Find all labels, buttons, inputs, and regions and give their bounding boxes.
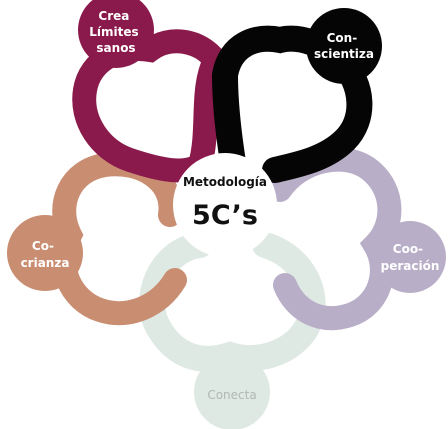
bubble-cocrianza [7,215,83,291]
label-limites-line-1: Crea [98,9,129,23]
bubble-limites [78,0,154,68]
label-concientiza: Con- scientiza [314,31,374,61]
label-limites: Crea Límites sanos [89,9,143,55]
center-label: 5C’s [192,200,258,231]
center-title: Metodología [183,175,267,189]
bubble-cooperacion [374,221,446,293]
petal-ring-cocrianza [52,152,187,326]
label-limites-line-3: sanos [96,41,135,55]
center-hub [173,153,277,257]
label-limites-line-2: Límites [89,25,138,39]
label-cooperacion-line-1: Coo- [393,242,423,256]
petal-ring-concientiza [211,25,373,188]
label-conecta-line-1: Conecta [207,388,256,402]
petal-labels: Crea Límites sanos Con- scientiza Coo- p… [21,9,440,402]
bubble-concientiza [306,8,382,84]
petal-ring-cooperacion [268,147,402,331]
petal-bubbles [7,0,446,429]
label-concientiza-line-2: scientiza [314,47,374,61]
label-cocrianza-line-2: crianza [21,256,70,270]
bubble-conecta [194,354,270,429]
label-cooperacion: Coo- peración [381,242,440,273]
label-cocrianza-line-1: Co- [32,239,54,253]
label-cocrianza: Co- crianza [21,239,70,270]
label-concientiza-line-1: Con- [327,31,358,45]
label-conecta: Conecta [207,388,256,402]
label-cooperacion-line-2: peración [381,259,440,273]
